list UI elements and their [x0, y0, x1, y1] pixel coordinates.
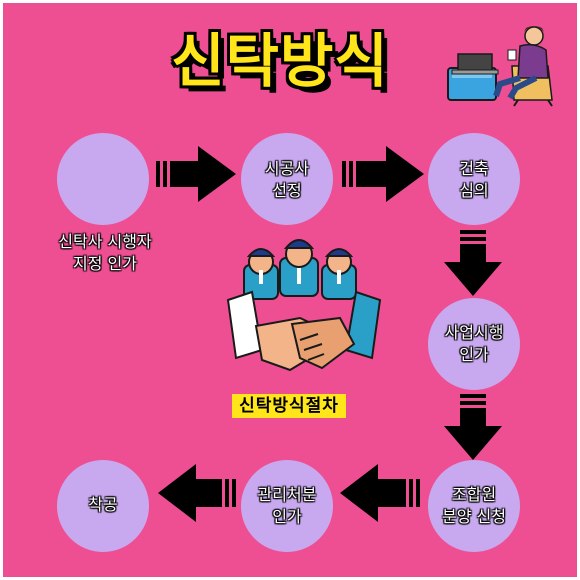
node-circle-s3 — [428, 133, 520, 225]
arrow-s4-s5 — [444, 394, 502, 460]
node-circle-s1 — [57, 133, 149, 225]
node-label-s5: 조합원 분양 신청 — [442, 485, 506, 526]
node-circle-s5 — [428, 460, 520, 552]
node-circle-s2 — [241, 133, 333, 225]
node-label-s4: 사업시행 인가 — [444, 323, 504, 364]
arrow-s2-s3 — [342, 146, 424, 202]
node-label-s7: 착공 — [88, 495, 118, 514]
center-caption: 신탁방식절차 — [232, 394, 346, 418]
page-title: 신탁방식 — [171, 27, 389, 95]
arrow-s5-s6 — [340, 464, 420, 522]
node-circle-s4 — [428, 298, 520, 390]
node-label-s1: 신탁사 시행자 지정 인가 — [58, 232, 152, 273]
node-circle-s6 — [241, 460, 333, 552]
node-label-s6: 관리처분 인가 — [257, 485, 317, 526]
arrow-s3-s4 — [444, 230, 502, 296]
node-label-s2: 시공사 선정 — [264, 159, 310, 200]
node-label-s3: 건축 심의 — [459, 159, 489, 200]
arrow-s6-s7 — [158, 464, 236, 522]
arrow-s1-s2 — [156, 146, 236, 202]
node-circle-s7 — [57, 460, 149, 552]
